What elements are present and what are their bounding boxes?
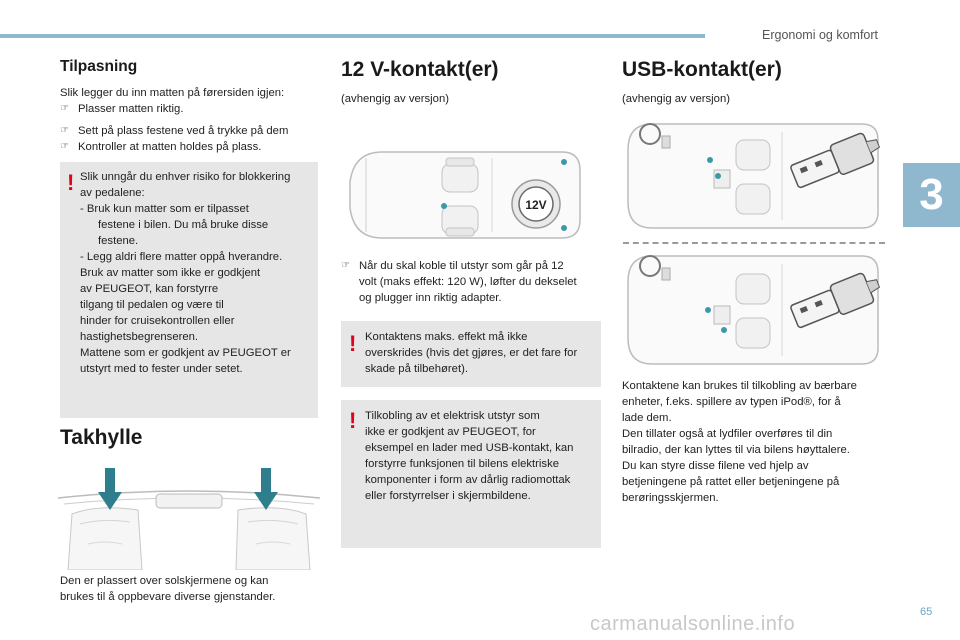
usb-car-diagram-front: [627, 123, 881, 229]
tilpasning-text: Slik legger du inn matten på førersiden …: [60, 85, 320, 155]
section-title: Ergonomi og komfort: [762, 28, 879, 42]
tilpasning-heading: Tilpasning: [60, 58, 138, 75]
usb-heading: USB-kontakt(er): [622, 58, 782, 81]
page-number: 65: [920, 606, 933, 618]
list-item: ☞Plasser matten riktig.: [60, 103, 184, 115]
takhylle-heading: Takhylle: [60, 426, 143, 449]
mat-warning-box: ! Slik unngår du enhver risiko for blokk…: [60, 162, 318, 418]
power-warning-box: ! Kontaktens maks. effekt må ikke oversk…: [341, 321, 601, 387]
usb-location-dot: [715, 173, 721, 179]
exclamation-icon: !: [349, 331, 357, 356]
usb-subtitle: (avhengig av versjon): [622, 93, 731, 105]
usb-car-diagram-rear: [627, 255, 881, 365]
usb-description: Kontaktene kan brukes til tilkobling av …: [622, 380, 857, 504]
usb-plug-icon: [790, 272, 881, 329]
socket-label: 12V: [525, 198, 546, 212]
socket-location-dot: [441, 203, 447, 209]
12v-heading: 12 V-kontakt(er): [341, 58, 499, 81]
finger-pointer-icon: ☞: [341, 260, 350, 271]
chapter-tab: 3: [903, 163, 960, 227]
socket-location-dot: [561, 225, 567, 231]
finger-pointer-icon: ☞: [60, 103, 69, 114]
list-item: ☞Sett på plass festene ved å trykke på d…: [60, 125, 289, 137]
finger-pointer-icon: ☞: [60, 125, 69, 136]
down-arrow-icon: [98, 468, 122, 510]
down-arrow-icon: [254, 468, 278, 510]
tilpasning-intro: Slik legger du inn matten på førersiden …: [60, 87, 285, 99]
12v-socket-icon: [511, 179, 561, 229]
usb-location-dot: [705, 307, 711, 313]
finger-pointer-icon: ☞: [60, 141, 69, 152]
diagram-divider: [623, 242, 885, 244]
usb-location-dot: [707, 157, 713, 163]
takhylle-text: Den er plassert over solskjermene og kan…: [60, 575, 276, 603]
socket-location-dot: [561, 159, 567, 165]
usb-plug-icon: [790, 132, 881, 189]
equipment-warning-box: ! Tilkobling av et elektrisk utstyr som …: [341, 400, 601, 548]
12v-subtitle: (avhengig av versjon): [341, 93, 450, 105]
usb-location-dot: [721, 327, 727, 333]
steering-wheel-icon: [639, 255, 661, 277]
exclamation-icon: !: [349, 408, 357, 433]
watermark: carmanualsonline.info: [590, 613, 796, 635]
list-item: ☞Kontroller at matten holdes på plass.: [60, 141, 262, 153]
12v-car-diagram: 12V: [349, 151, 581, 239]
steering-wheel-icon: [639, 123, 661, 145]
exclamation-icon: !: [67, 170, 75, 195]
roof-shelf-illustration: [58, 468, 320, 570]
12v-instructions: ☞ Når du skal koble til utstyr som går p…: [341, 258, 603, 306]
list-item: ☞ Når du skal koble til utstyr som går p…: [341, 260, 577, 304]
header-bar: [0, 34, 705, 38]
